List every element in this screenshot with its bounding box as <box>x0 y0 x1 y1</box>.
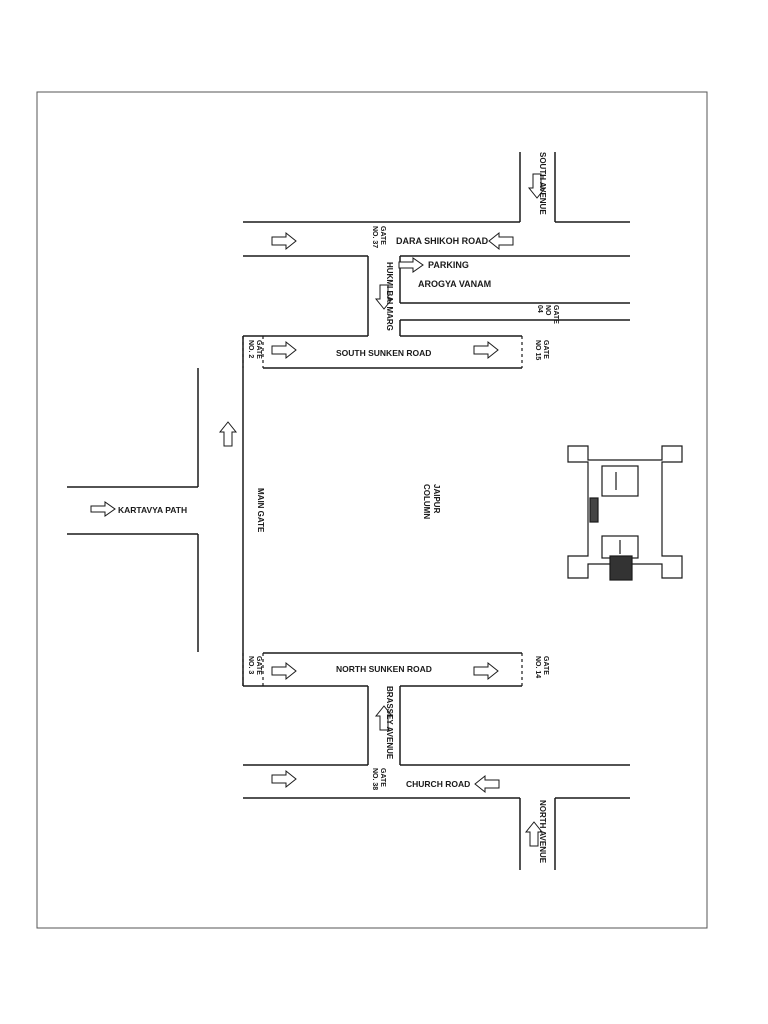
arrow-right-icon <box>271 340 297 360</box>
arrow-right-icon <box>271 769 297 789</box>
arrow-down-icon <box>527 173 547 199</box>
arrow-up-icon <box>218 421 238 447</box>
jaipur-column-label-line1: JAIPUR <box>432 484 441 514</box>
gate-04-label-line1: GATE <box>552 305 559 324</box>
gate-2-label-line2: NO. 2 <box>247 340 254 358</box>
building-plan-icon <box>567 445 683 581</box>
road-labels: DARA SHIKOH ROAD SOUTH AVENUE HUKMI BAI … <box>118 152 547 864</box>
arrow-right-icon <box>90 501 116 517</box>
arrow-right-icon <box>271 231 297 251</box>
arrow-up-icon <box>524 821 544 847</box>
gate-3-label-line1: GATE <box>255 656 262 675</box>
gate-38-label-line1: GATE <box>379 768 386 787</box>
gate-labels: GATE NO. 37 GATE NO 04 GATE NO. 2 GATE N… <box>247 226 559 790</box>
south-avenue-label: SOUTH AVENUE <box>538 152 547 215</box>
hukmi-bai-marg-label: HUKMI BAI MARG <box>385 262 394 331</box>
gate-3-label-line2: NO. 3 <box>247 656 254 674</box>
arrow-left-icon <box>474 774 500 794</box>
gate-15-label-line2: NO 15 <box>534 340 541 360</box>
arrow-down-icon <box>374 284 394 310</box>
brassey-avenue-label: BRASSEY AVENUE <box>385 686 394 760</box>
gate-15-label-line1: GATE <box>542 340 549 359</box>
gate-37-label-line2: NO. 37 <box>371 226 378 248</box>
arrow-right-icon <box>398 257 424 273</box>
place-labels: PARKING AROGYA VANAM JAIPUR COLUMN MAIN … <box>256 260 491 533</box>
gate-38-label-line2: NO. 38 <box>371 768 378 790</box>
south-sunken-road-label: SOUTH SUNKEN ROAD <box>336 348 431 358</box>
gate-2-label-line1: GATE <box>255 340 262 359</box>
dara-shikoh-road-label: DARA SHIKOH ROAD <box>396 236 489 246</box>
main-gate-label: MAIN GATE <box>256 488 265 533</box>
jaipur-column-label-line2: COLUMN <box>422 484 431 519</box>
church-road-label: CHURCH ROAD <box>406 779 470 789</box>
north-avenue-label: NORTH AVENUE <box>538 800 547 864</box>
arrow-right-icon <box>473 340 499 360</box>
gate-04-label-line3: 04 <box>536 305 543 313</box>
gate-37-label-line1: GATE <box>379 226 386 245</box>
kartavya-path-label: KARTAVYA PATH <box>118 505 187 515</box>
gate-14-label-line1: GATE <box>542 656 549 675</box>
direction-arrows <box>90 173 547 847</box>
arogya-vanam-label: AROGYA VANAM <box>418 279 491 289</box>
road-lines <box>67 152 630 870</box>
map-frame <box>36 91 708 929</box>
gate-04-label-line2: NO <box>544 305 551 316</box>
north-sunken-road-label: NORTH SUNKEN ROAD <box>336 664 432 674</box>
arrow-up-icon <box>374 705 394 731</box>
parking-label: PARKING <box>428 260 469 270</box>
gate-14-label-line2: NO. 14 <box>534 656 541 678</box>
arrow-left-icon <box>488 231 514 251</box>
arrow-right-icon <box>473 661 499 681</box>
arrow-right-icon <box>271 661 297 681</box>
